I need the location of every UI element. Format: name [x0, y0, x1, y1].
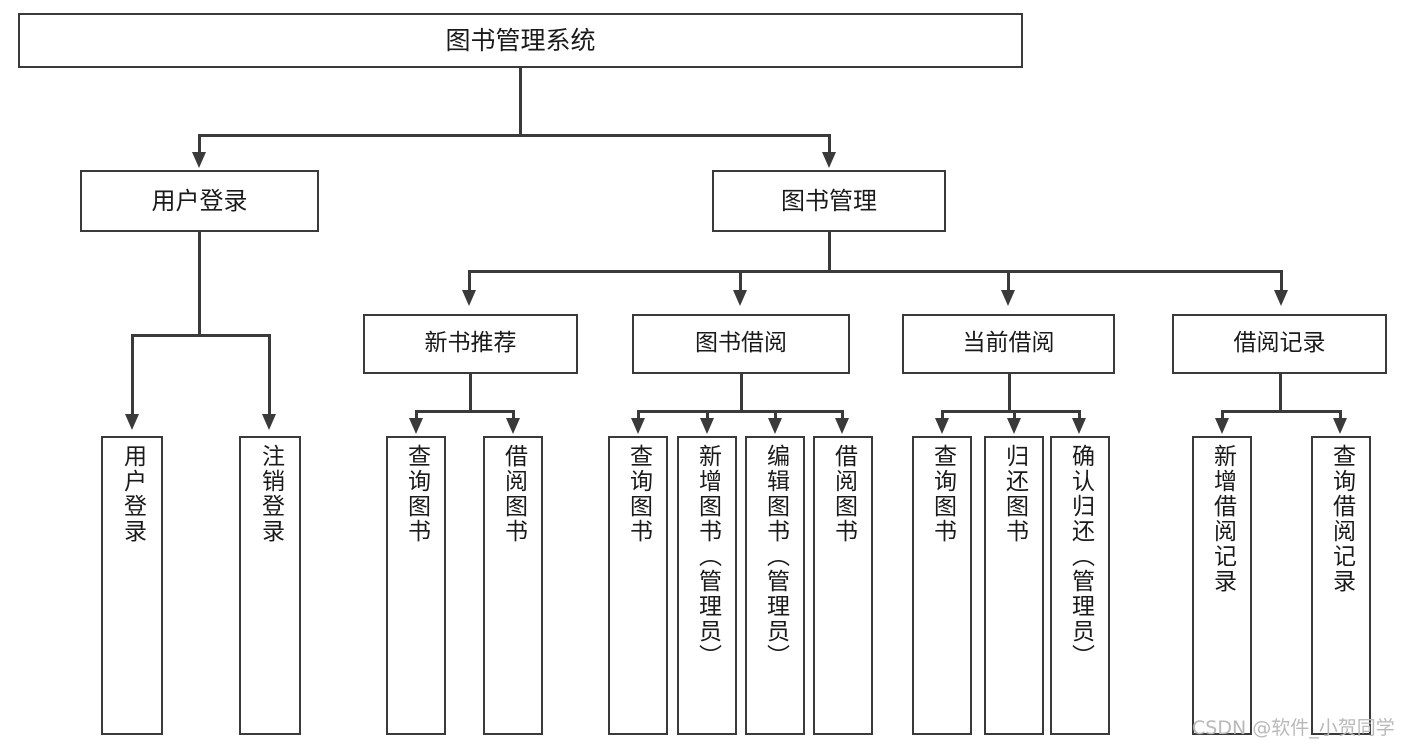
arrowhead-leaf-logout — [262, 414, 276, 430]
node-book-borrow[interactable]: 图书借阅 — [632, 314, 850, 374]
leaf-query-borrow-record-label: 查询借阅记录 — [1328, 444, 1355, 594]
connector-record-stem — [1279, 374, 1282, 412]
arrowhead-record-l — [1215, 418, 1229, 434]
arrowhead-newbook-l — [409, 418, 423, 434]
arrowhead-borrow-4 — [835, 418, 849, 434]
node-borrow-record[interactable]: 借阅记录 — [1172, 314, 1387, 374]
connector-borrow-stem — [740, 374, 743, 412]
connector-newbook-l — [415, 410, 418, 420]
connector-to-current — [1007, 270, 1010, 292]
leaf-add-borrow-record-label: 新增借阅记录 — [1209, 444, 1236, 594]
connector-borrow-2 — [706, 410, 709, 420]
node-borrow-record-label: 借阅记录 — [1233, 330, 1326, 357]
leaf-edit-book-admin-label: 编辑图书（管理员） — [762, 444, 789, 669]
connector-user-login-right — [268, 334, 271, 416]
arrowhead-borrow-1 — [631, 418, 645, 434]
leaf-borrow-books-newbook-label: 借阅图书 — [500, 444, 527, 544]
leaf-query-books-borrow-label: 查询图书 — [625, 444, 652, 544]
leaf-add-book-admin[interactable]: 新增图书（管理员） — [677, 436, 737, 735]
arrowhead-book-mgmt — [822, 152, 836, 168]
connector-user-login-stem — [198, 232, 201, 336]
node-book-borrow-label: 图书借阅 — [695, 330, 787, 357]
arrowhead-newbook-r — [506, 418, 520, 434]
connector-newbook-stem — [469, 374, 472, 412]
arrowhead-newbook — [462, 290, 476, 306]
arrowhead-user-login — [192, 152, 206, 168]
node-new-book-recommend[interactable]: 新书推荐 — [363, 314, 578, 374]
connector-user-login-left — [131, 334, 134, 416]
leaf-add-borrow-record[interactable]: 新增借阅记录 — [1192, 436, 1252, 735]
connector-to-book-mgmt — [828, 134, 831, 154]
connector-level3-bus — [468, 270, 1282, 273]
leaf-query-books-newbook-label: 查询图书 — [403, 444, 430, 544]
connector-current-3 — [1078, 410, 1081, 420]
connector-record-l — [1221, 410, 1224, 420]
arrowhead-borrow-2 — [700, 418, 714, 434]
connector-to-user-login — [198, 134, 201, 154]
leaf-add-book-admin-label: 新增图书（管理员） — [694, 444, 721, 669]
node-current-borrow[interactable]: 当前借阅 — [902, 314, 1115, 374]
node-new-book-recommend-label: 新书推荐 — [424, 330, 517, 357]
leaf-confirm-return-admin[interactable]: 确认归还（管理员） — [1050, 436, 1110, 735]
connector-root-stem — [519, 68, 522, 136]
arrowhead-borrow — [733, 290, 747, 306]
connector-to-newbook — [468, 270, 471, 292]
connector-borrow-4 — [841, 410, 844, 420]
leaf-return-books[interactable]: 归还图书 — [984, 436, 1044, 735]
connector-borrow-bus — [637, 410, 843, 413]
connector-current-stem — [1008, 374, 1011, 412]
leaf-borrow-books[interactable]: 借阅图书 — [813, 436, 873, 735]
leaf-query-books-current[interactable]: 查询图书 — [912, 436, 972, 735]
node-book-management-label: 图书管理 — [781, 186, 877, 215]
leaf-query-books-newbook[interactable]: 查询图书 — [386, 436, 446, 735]
arrowhead-borrow-3 — [768, 418, 782, 434]
connector-to-borrow — [739, 270, 742, 292]
arrowhead-record-r — [1333, 418, 1347, 434]
connector-current-1 — [941, 410, 944, 420]
node-root[interactable]: 图书管理系统 — [18, 13, 1023, 68]
connector-newbook-bus — [415, 410, 514, 413]
leaf-return-books-label: 归还图书 — [1001, 444, 1028, 544]
node-user-login[interactable]: 用户登录 — [80, 170, 319, 232]
watermark: CSDN @软件_小贺同学 — [1192, 717, 1395, 739]
arrowhead-leaf-user-login — [125, 414, 139, 430]
connector-current-bus — [941, 410, 1080, 413]
leaf-borrow-books-label: 借阅图书 — [830, 444, 857, 544]
arrowhead-current — [1001, 290, 1015, 306]
leaf-user-login-label: 用户登录 — [119, 444, 146, 544]
connector-book-mgmt-stem — [828, 232, 831, 272]
arrowhead-current-1 — [935, 418, 949, 434]
node-book-management[interactable]: 图书管理 — [712, 170, 946, 232]
leaf-edit-book-admin[interactable]: 编辑图书（管理员） — [745, 436, 805, 735]
leaf-borrow-books-newbook[interactable]: 借阅图书 — [483, 436, 543, 735]
connector-current-2 — [1013, 410, 1016, 420]
leaf-query-borrow-record[interactable]: 查询借阅记录 — [1311, 436, 1371, 735]
connector-to-record — [1280, 270, 1283, 292]
connector-newbook-r — [512, 410, 515, 420]
arrowhead-record — [1274, 290, 1288, 306]
connector-borrow-1 — [637, 410, 640, 420]
node-user-login-label: 用户登录 — [151, 186, 248, 215]
leaf-logout-label: 注销登录 — [257, 444, 284, 544]
connector-borrow-3 — [774, 410, 777, 420]
connector-record-r — [1339, 410, 1342, 420]
node-current-borrow-label: 当前借阅 — [962, 330, 1055, 357]
leaf-logout[interactable]: 注销登录 — [239, 436, 301, 735]
connector-record-bus — [1221, 410, 1341, 413]
leaf-user-login[interactable]: 用户登录 — [101, 436, 163, 735]
leaf-confirm-return-admin-label: 确认归还（管理员） — [1067, 444, 1094, 669]
leaf-query-books-current-label: 查询图书 — [929, 444, 956, 544]
arrowhead-current-3 — [1072, 418, 1086, 434]
leaf-query-books-borrow[interactable]: 查询图书 — [608, 436, 668, 735]
connector-user-login-bus — [131, 334, 270, 337]
arrowhead-current-2 — [1007, 418, 1021, 434]
connector-level2-bus — [198, 134, 830, 137]
node-root-label: 图书管理系统 — [445, 25, 596, 55]
